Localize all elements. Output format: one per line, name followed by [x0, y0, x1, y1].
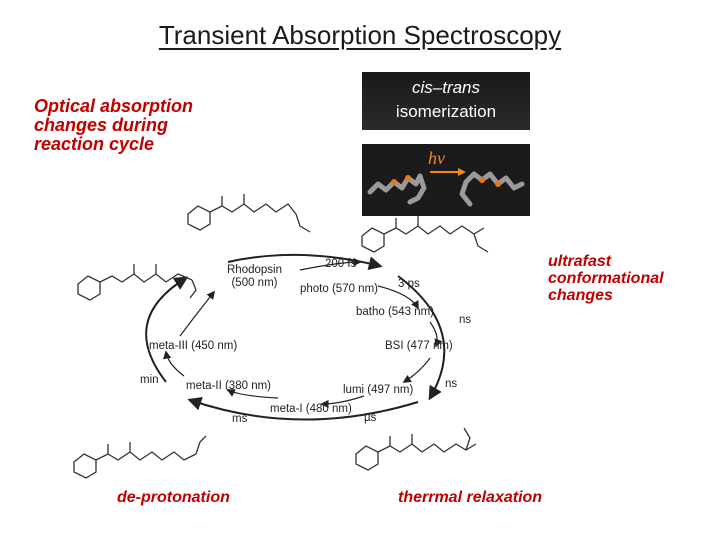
ultrafast-line-1: ultrafast	[548, 253, 612, 270]
retinal-structure-bottom-left	[73, 435, 207, 479]
inner-arrow-photo-batho	[377, 285, 419, 310]
time-200fs-label: 200 fs	[325, 258, 357, 270]
retinal-structure-top-right	[361, 216, 489, 253]
inner-arrow-batho-bsi	[429, 321, 443, 348]
cycle-arc-bottom	[187, 397, 419, 421]
molecule-render-panel: hν	[362, 144, 530, 216]
time-ns-2-label: ns	[445, 378, 458, 390]
optical-line-1: Optical absorption	[34, 96, 194, 116]
retinal-structure-left	[77, 264, 197, 301]
lumi-label: lumi (497 nm)	[343, 384, 414, 396]
bsi-label: BSI (477 nm)	[385, 340, 453, 352]
isomerization-text: isomerization	[395, 102, 497, 121]
ultrafast-line-3: changes	[548, 286, 613, 304]
inner-arrow-meta3-rhodopsin	[179, 290, 216, 337]
ultrafast-line-2: conformational	[548, 269, 664, 287]
meta1-label: meta-I (480 nm)	[270, 403, 352, 415]
rhodopsin-name: Rhodopsin	[227, 264, 282, 276]
time-min-label: min	[140, 374, 159, 386]
thermal-relaxation-label: therrmal relaxation	[398, 489, 543, 506]
deprotonation-label: de-protonation	[117, 489, 230, 506]
ultrafast-label: ultrafast conformational changes	[548, 253, 664, 304]
inner-arrow-meta1-meta2	[226, 389, 279, 399]
time-ns-1-label: ns	[459, 314, 472, 326]
time-ms-label: ms	[232, 413, 248, 425]
time-mus-label: µs	[364, 412, 377, 424]
isomerization-panel: cis–trans isomerization	[362, 72, 530, 130]
optical-line-3: reaction cycle	[34, 133, 155, 154]
photon-symbol: hν	[428, 148, 445, 168]
optical-line-2: changes during	[34, 114, 169, 135]
molecule-render-image	[367, 168, 525, 207]
slide-title: Transient Absorption Spectroscopy	[158, 20, 562, 50]
time-3ps-label: 3 ps	[398, 278, 420, 290]
meta2-label: meta-II (380 nm)	[186, 380, 271, 392]
photo-label: photo (570 nm)	[300, 283, 378, 295]
batho-label: batho (543 nm)	[356, 306, 434, 318]
inner-arrow-lumi-meta1	[320, 395, 365, 409]
inner-arrow-meta2-meta3	[162, 350, 185, 377]
excitation-arrow	[299, 257, 362, 271]
rhodopsin-wavelength: (500 nm)	[231, 277, 278, 290]
cycle-arc-left	[145, 276, 189, 383]
retinal-structure-bottom-right	[355, 427, 477, 471]
cis-trans-text: cis–trans	[411, 78, 481, 97]
rhodopsin-label: Rhodopsin (500 nm)	[227, 264, 282, 290]
inner-arrow-bsi-lumi	[402, 357, 431, 383]
meta3-label: meta-III (450 nm)	[149, 340, 238, 352]
optical-absorption-label: Optical absorption changes during reacti…	[34, 97, 193, 154]
retinal-structure-top-left	[187, 194, 311, 233]
cycle-arc-right	[397, 275, 446, 401]
